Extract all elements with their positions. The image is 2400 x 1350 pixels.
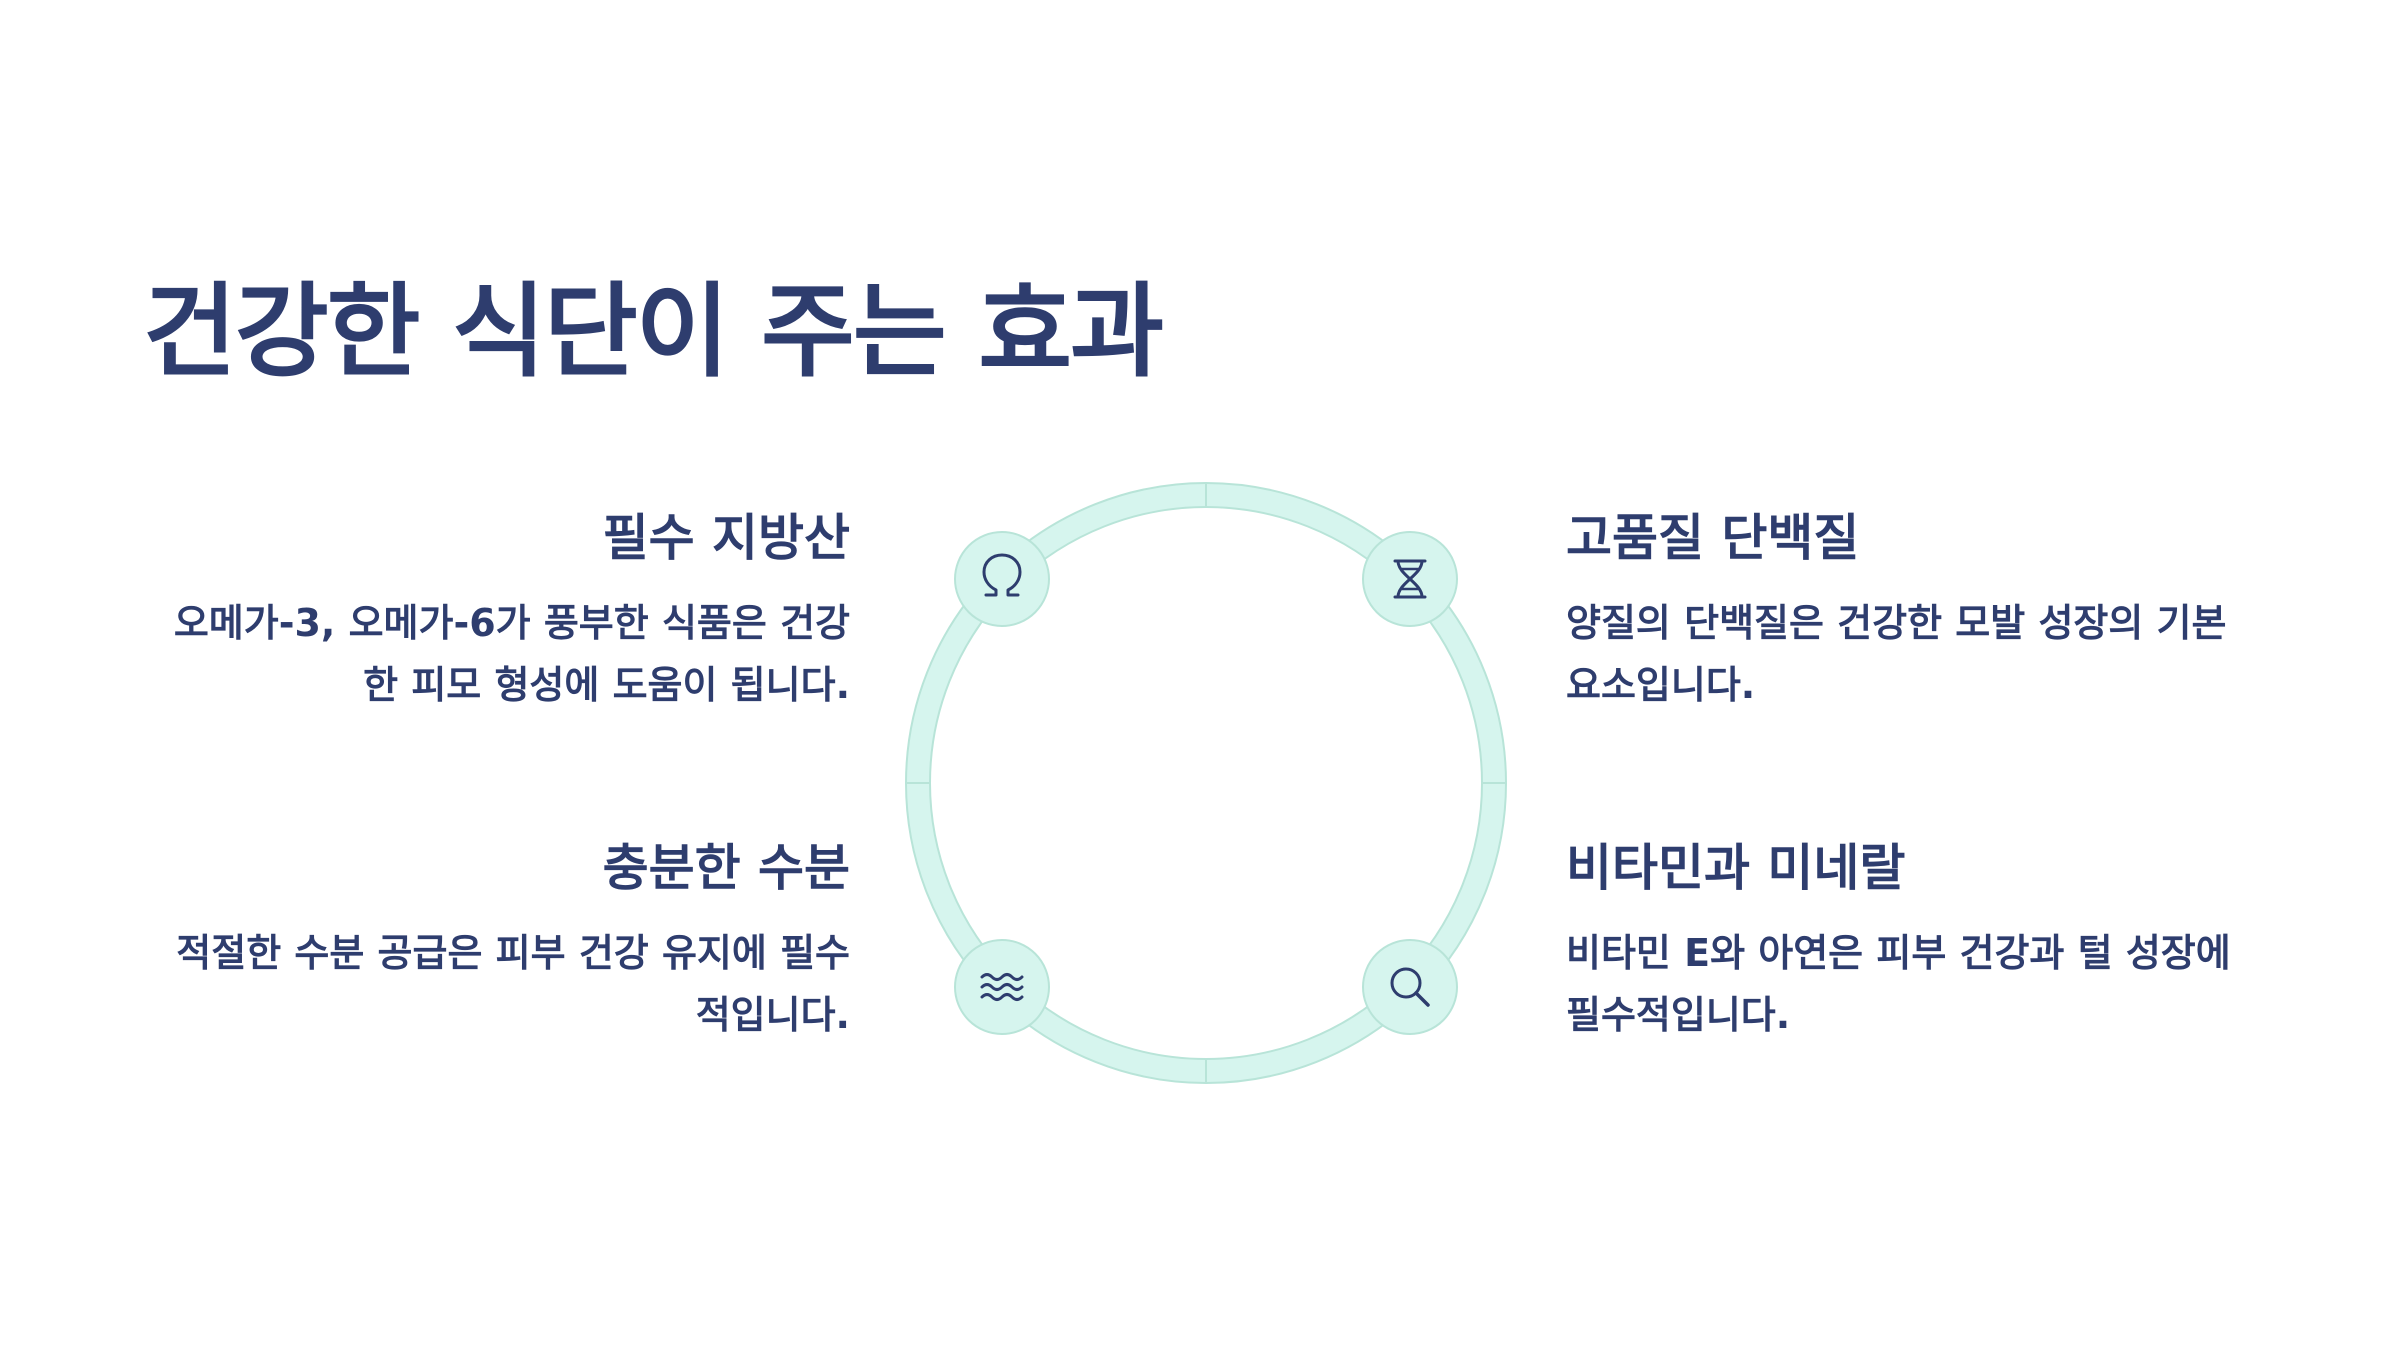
item-heading: 충분한 수분: [602, 839, 850, 897]
item-heading: 고품질 단백질: [1566, 509, 1860, 567]
node-top-right: [1362, 531, 1458, 627]
item-description: 양질의 단백질은 건강한 모발 성장의 기본 요소입니다.: [1566, 601, 2227, 707]
water-waves-icon: [980, 973, 1024, 1001]
item-description: 비타민 E와 아연은 피부 건강과 털 성장에 필수적입니다.: [1566, 931, 2231, 1037]
item-heading: 비타민과 미네랄: [1566, 839, 1906, 897]
item-sufficient-hydration: 충분한 수분 적절한 수분 공급은 피부 건강 유지에 필수적입니다.: [150, 836, 850, 1046]
dna-icon: [1393, 559, 1427, 599]
item-vitamins-minerals: 비타민과 미네랄 비타민 E와 아연은 피부 건강과 털 성장에 필수적입니다.: [1566, 836, 2266, 1046]
node-bottom-left: [954, 939, 1050, 1035]
node-top-left: [954, 531, 1050, 627]
item-essential-fatty-acids: 필수 지방산 오메가-3, 오메가-6가 풍부한 식품은 건강한 피모 형성에 …: [150, 506, 850, 716]
item-description: 적절한 수분 공급은 피부 건강 유지에 필수적입니다.: [176, 931, 850, 1037]
node-bottom-right: [1362, 939, 1458, 1035]
omega-icon: [982, 553, 1022, 597]
page-title: 건강한 식단이 주는 효과: [143, 273, 1164, 392]
item-description: 오메가-3, 오메가-6가 풍부한 식품은 건강한 피모 형성에 도움이 됩니다…: [173, 601, 850, 707]
item-heading: 필수 지방산: [602, 509, 850, 567]
item-high-quality-protein: 고품질 단백질 양질의 단백질은 건강한 모발 성장의 기본 요소입니다.: [1566, 506, 2266, 716]
magnifier-icon: [1390, 967, 1430, 1007]
